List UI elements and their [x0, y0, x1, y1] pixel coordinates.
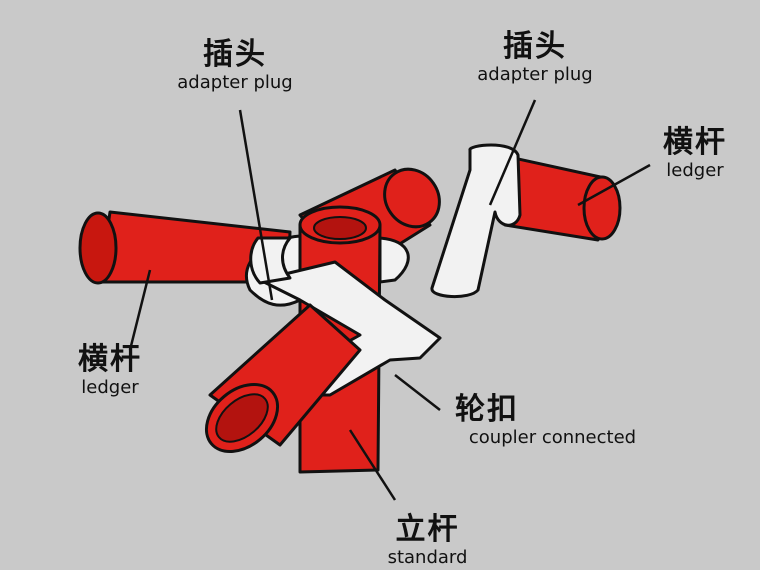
leader-adapter-right	[488, 99, 537, 206]
label-ledger-right: 横杆 ledger	[640, 128, 750, 180]
leader-ledger-left	[128, 269, 152, 351]
label-en: adapter plug	[477, 64, 593, 85]
label-cn: 立杆	[395, 512, 460, 547]
adapter-plug-right	[430, 143, 522, 298]
leader-coupler	[394, 374, 441, 411]
label-ledger-left: 横杆 ledger	[55, 345, 165, 397]
label-cn: 轮扣	[455, 392, 519, 427]
label-en: ledger	[81, 377, 139, 398]
adapter-plug-left	[249, 236, 292, 285]
ledger-left-end	[78, 211, 118, 285]
leader-adapter-left	[238, 109, 274, 301]
label-coupler: 轮扣 coupler connected	[445, 395, 660, 447]
label-adapter-plug-left: 插头 adapter plug	[150, 40, 320, 92]
label-cn: 插头	[203, 37, 267, 72]
label-en: ledger	[666, 160, 724, 181]
label-en: adapter plug	[177, 72, 293, 93]
label-cn: 插头	[503, 29, 567, 64]
ledger-back-end	[383, 167, 441, 229]
label-cn: 横杆	[663, 125, 727, 160]
label-standard: 立杆 standard	[365, 515, 490, 567]
label-adapter-plug-right: 插头 adapter plug	[450, 32, 620, 84]
label-cn: 横杆	[78, 342, 142, 377]
leader-standard	[348, 429, 397, 501]
leader-ledger-right	[577, 163, 651, 207]
ledger-right-end	[582, 175, 622, 241]
label-en: standard	[387, 547, 468, 568]
label-en: coupler connected	[468, 427, 637, 448]
